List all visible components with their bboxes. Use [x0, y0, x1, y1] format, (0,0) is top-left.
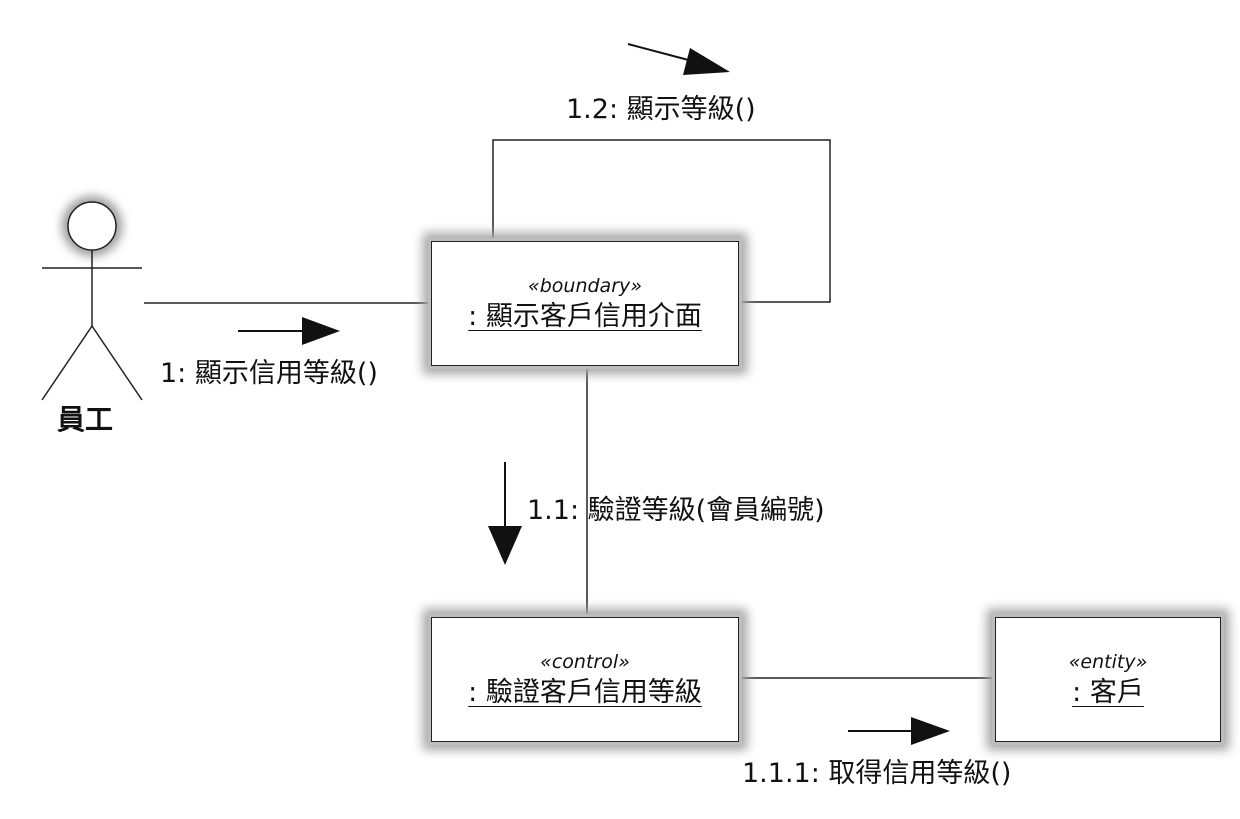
control-object[interactable]: «control» : 驗證客戶信用等級: [431, 617, 739, 742]
link-boundary-self: [492, 139, 831, 303]
actor-figure: [41, 196, 143, 401]
message-arrow-1-1-1: [848, 717, 950, 745]
message-label-1-1-1: 1.1.1: 取得信用等級(): [742, 758, 1012, 789]
boundary-object-name: : 顯示客戶信用介面: [468, 300, 702, 332]
control-object-name: : 驗證客戶信用等級: [468, 676, 702, 708]
message-label-1-1: 1.1: 驗證等級(會員編號): [527, 495, 825, 526]
boundary-object[interactable]: «boundary» : 顯示客戶信用介面: [431, 241, 739, 366]
boundary-stereotype: «boundary»: [528, 274, 642, 297]
control-stereotype: «control»: [540, 650, 630, 673]
message-label-1-2: 1.2: 顯示等級(): [566, 94, 756, 125]
entity-object[interactable]: «entity» : 客戶: [995, 617, 1221, 742]
message-arrow-1-2: [627, 43, 730, 75]
entity-stereotype: «entity»: [1068, 650, 1148, 673]
actor-name: 員工: [57, 403, 114, 436]
entity-object-name: : 客戶: [1072, 676, 1144, 708]
message-arrow-1: [238, 317, 340, 345]
message-arrow-1-1: [488, 462, 522, 565]
message-label-1: 1: 顯示信用等級(): [160, 358, 378, 389]
